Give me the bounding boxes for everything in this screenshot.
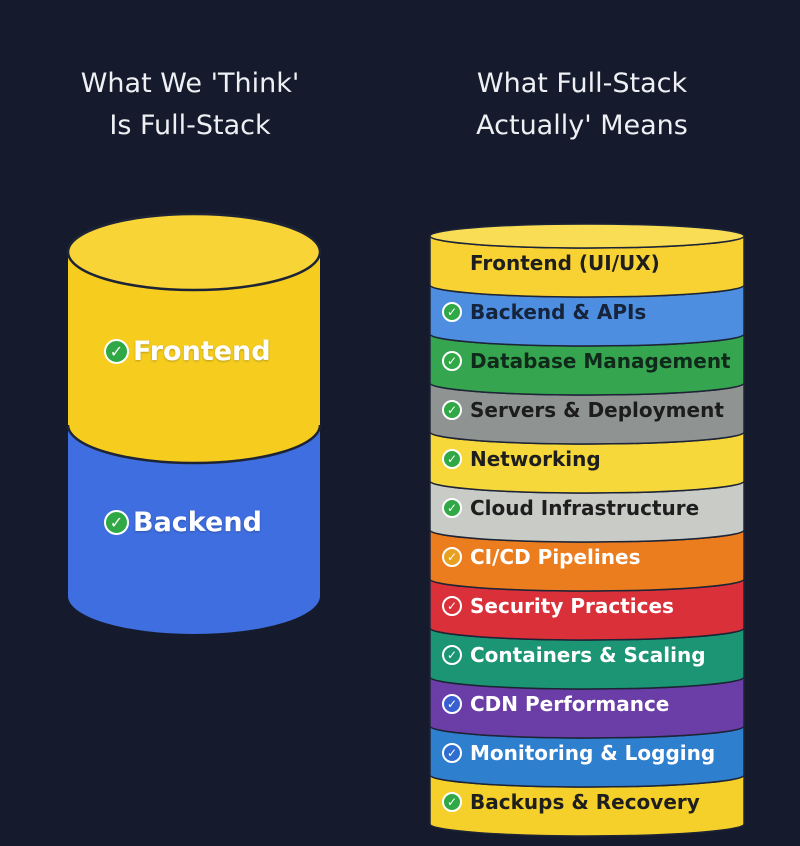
stack-layer: ✓ Backups & Recovery [432, 788, 744, 816]
right-column-title: What Full-Stack Actually' Means [412, 63, 752, 147]
stack-layer: ✓ Servers & Deployment [432, 396, 744, 424]
stack-layer-label: Cloud Infrastructure [470, 495, 700, 520]
check-icon: ✓ [442, 546, 462, 567]
left-cylinder [66, 212, 322, 634]
stack-layer: ✓ Monitoring & Logging [432, 739, 744, 767]
stack-layer: ✓ Security Practices [432, 592, 744, 620]
check-icon: ✓ [442, 497, 462, 518]
stack-layer: ✓ Database Management [432, 347, 744, 375]
stack-layer-label: Security Practices [470, 593, 674, 618]
stack-layer: ✓ Backend & APIs [432, 298, 744, 326]
check-icon: ✓ [442, 350, 462, 371]
check-icon: ✓ [442, 399, 462, 420]
stack-layer: ✓ Cloud Infrastructure [432, 494, 744, 522]
stack-layer-label: Backend & APIs [470, 299, 647, 324]
check-icon: ✓ [442, 644, 462, 665]
stack-layer-label: CDN Performance [470, 691, 670, 716]
left-title-line1: What We 'Think' [80, 68, 300, 99]
right-cylinder [429, 223, 745, 837]
check-icon: ✓ [442, 791, 462, 812]
stack-layer: ✓ CI/CD Pipelines [432, 543, 744, 571]
check-icon: ✓ [442, 448, 462, 469]
left-layer-frontend: ✓ Frontend [104, 336, 271, 367]
backend-body [68, 425, 320, 634]
stack-layer-label: Networking [470, 446, 601, 471]
left-title-line2: Is Full-Stack [109, 110, 271, 141]
stack-layer-label: Servers & Deployment [470, 397, 724, 422]
stack-layer-label: Database Management [470, 348, 731, 373]
stack-layer: ✓ CDN Performance [432, 690, 744, 718]
frontend-body [68, 252, 320, 463]
stack-layer-label: CI/CD Pipelines [470, 544, 641, 569]
stack-layer-label: Backups & Recovery [470, 789, 700, 814]
check-icon: ✓ [104, 339, 129, 364]
stack-layer: Frontend (UI/UX) [432, 249, 744, 277]
check-icon: ✓ [442, 301, 462, 322]
left-layer-backend: ✓ Backend [104, 507, 262, 538]
check-icon: ✓ [104, 510, 129, 535]
left-layer-backend-label: Backend [133, 507, 262, 538]
left-column-title: What We 'Think' Is Full-Stack [20, 63, 360, 147]
check-icon: ✓ [442, 595, 462, 616]
check-icon: ✓ [442, 742, 462, 763]
left-layer-frontend-label: Frontend [133, 336, 271, 367]
stack-layer-label: Monitoring & Logging [470, 740, 716, 765]
cylinder-top [66, 212, 322, 292]
stack-layer: ✓ Networking [432, 445, 744, 473]
layer-seam [66, 424, 322, 465]
right-title-line1: What Full-Stack [476, 68, 688, 99]
stack-top [429, 223, 745, 249]
right-title-line2: Actually' Means [476, 110, 688, 141]
stack-layer: ✓ Containers & Scaling [432, 641, 744, 669]
stack-layer-label: Containers & Scaling [470, 642, 706, 667]
check-icon: ✓ [442, 693, 462, 714]
stack-layer-label: Frontend (UI/UX) [470, 250, 660, 275]
